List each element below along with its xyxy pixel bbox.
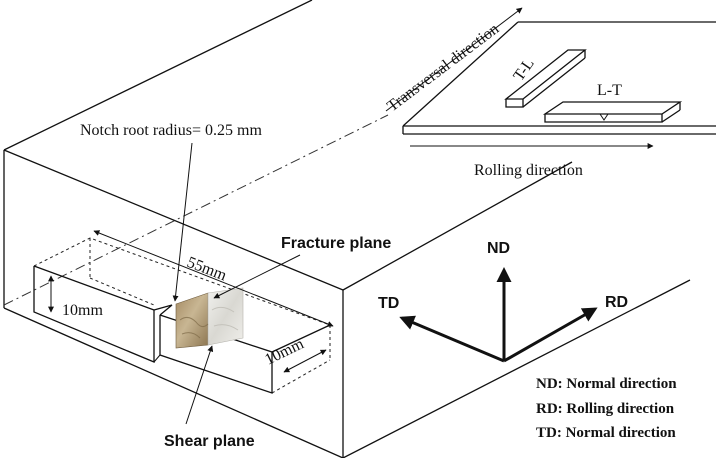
plate-block	[3, 0, 691, 458]
legend-nd: ND: Normal direction	[536, 376, 677, 392]
specimen-left-half	[33, 266, 155, 363]
axis-legend: ND: Normal direction RD: Rolling directi…	[536, 376, 677, 441]
rd-axis-label: RD	[605, 294, 628, 311]
fracture-surface	[175, 292, 209, 349]
inset-specimen-lt	[542, 101, 683, 115]
plate-front-right-edge	[342, 161, 573, 291]
td-axis-arrow	[399, 315, 505, 363]
height-dimension-label: 10mm	[62, 302, 103, 319]
coordinate-axes: ND TD RD	[378, 240, 628, 363]
rolling-axis-centerline	[3, 114, 389, 306]
length-dimension-line	[93, 230, 334, 327]
notch-leader-line	[172, 142, 193, 302]
v-notch	[153, 304, 173, 316]
inset-plate: T-L L-T Transversal direction Rolling di…	[384, 7, 716, 179]
plate-top-back-edge	[3, 0, 313, 151]
fracture-leader-line	[213, 254, 301, 299]
legend-rd: RD: Rolling direction	[536, 401, 675, 417]
width-dimension-line	[283, 349, 327, 373]
legend-td: TD: Normal direction	[536, 425, 676, 441]
plate-bottom-right-edge	[342, 279, 691, 458]
notch-root-radius-label: Notch root radius= 0.25 mm	[80, 122, 262, 139]
inset-tl-label: T-L	[510, 55, 537, 84]
rolling-direction-label: Rolling direction	[474, 162, 583, 179]
inset-lt-label: L-T	[597, 82, 622, 99]
plate-bottom-left-edge	[3, 307, 344, 458]
rd-axis-arrow	[503, 307, 598, 363]
plate-front-left-edge	[3, 149, 344, 291]
shear-leader-line	[185, 345, 214, 425]
td-axis-label: TD	[378, 295, 399, 312]
nd-axis-label: ND	[487, 240, 510, 257]
shear-surface	[207, 287, 244, 346]
transversal-direction-arrow	[385, 7, 523, 112]
shear-plane-label: Shear plane	[164, 433, 255, 450]
transversal-direction-label: Transversal direction	[384, 20, 502, 115]
fracture-plane-label: Fracture plane	[281, 235, 391, 252]
